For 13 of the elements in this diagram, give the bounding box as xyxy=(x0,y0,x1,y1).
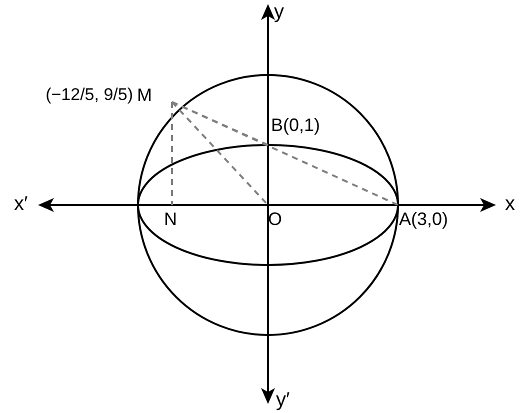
axis-label: y xyxy=(274,0,284,25)
point-label: B(0,1) xyxy=(271,114,320,136)
dashed-line xyxy=(171,102,173,205)
axis-label: x′ xyxy=(14,192,28,217)
axis-label: y′ xyxy=(276,388,290,413)
point-label: N xyxy=(164,208,177,230)
coordinate-label: (−12/5, 9/5) xyxy=(46,84,133,106)
dashed-line xyxy=(171,101,269,206)
point-label: M xyxy=(137,84,152,106)
point-label: A(3,0) xyxy=(399,208,448,230)
axis-label: x xyxy=(505,192,515,217)
point-label: O xyxy=(268,208,282,230)
dashed-line xyxy=(172,101,398,206)
